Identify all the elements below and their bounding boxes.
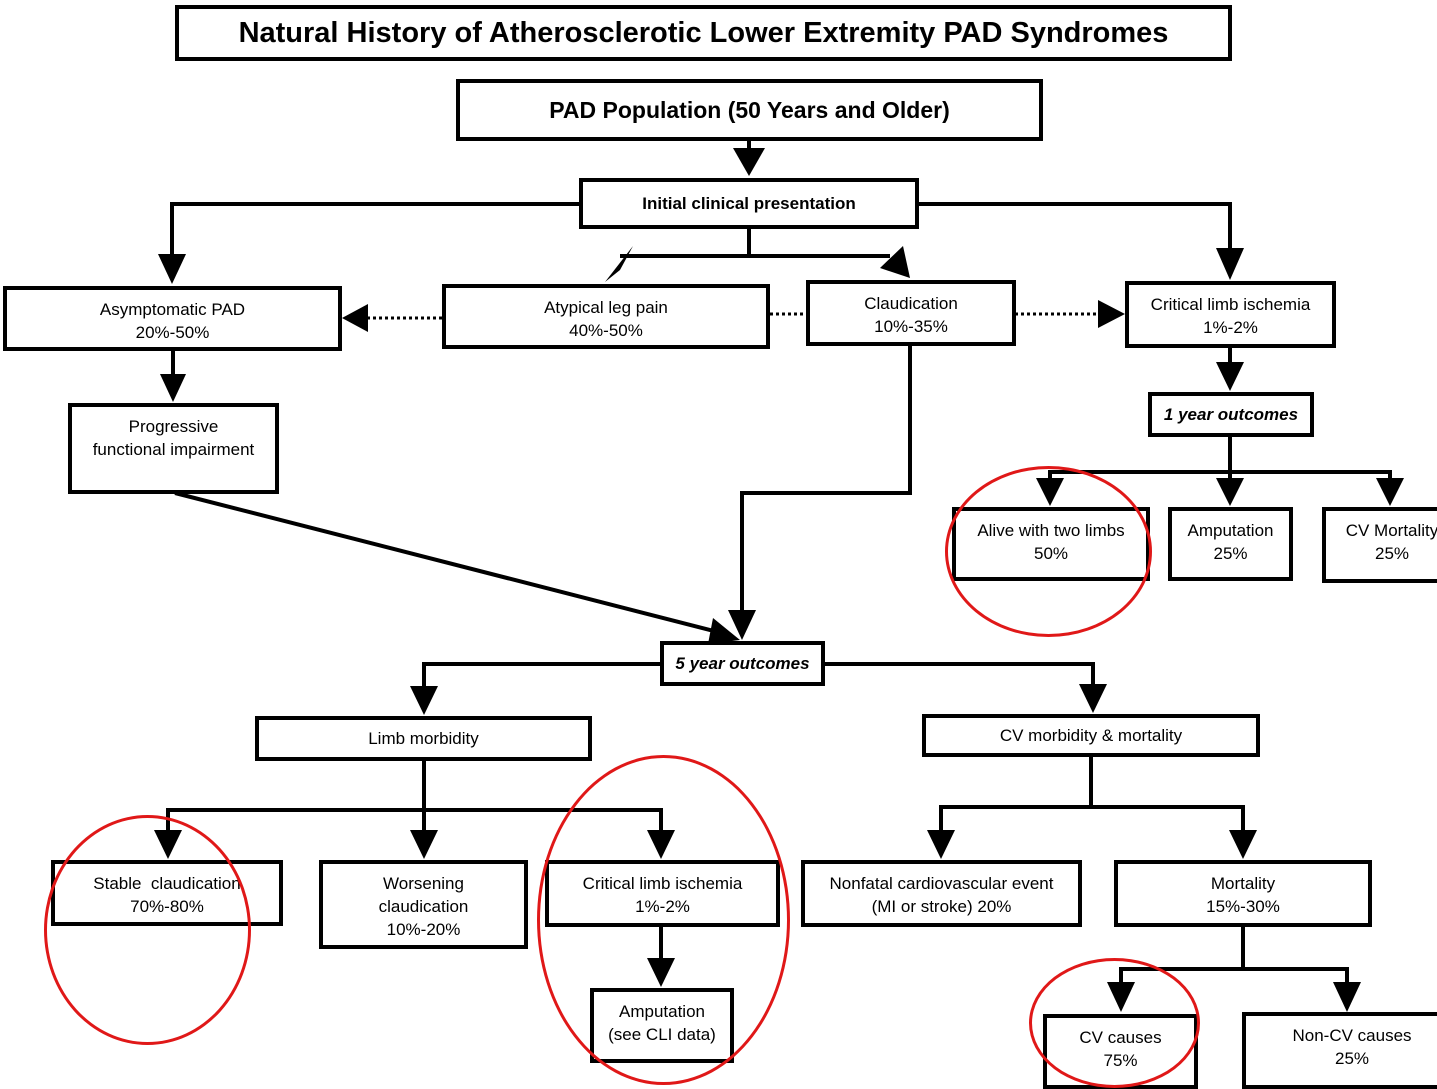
worsening-claudication-box: Worsening claudication 10%-20% <box>319 860 528 949</box>
diagram-title-text: Natural History of Atherosclerotic Lower… <box>238 16 1169 49</box>
mortality-label: Mortality <box>1210 874 1276 893</box>
nonfatal-value: (MI or stroke) 20% <box>871 897 1012 916</box>
highlight-ellipse-alive-two-limbs <box>945 466 1152 637</box>
mortality-box: Mortality 15%-30% <box>1114 860 1372 927</box>
non-cv-causes-value: 25% <box>1334 1049 1370 1068</box>
arrowhead <box>1229 830 1257 859</box>
asymptomatic-value: 20%-50% <box>135 323 210 342</box>
cv-mortality-label: CV Mortality <box>1345 521 1437 540</box>
one-year-amputation-box: Amputation 25% <box>1168 507 1293 581</box>
claudication-label: Claudication <box>864 294 958 313</box>
arrowhead <box>158 254 186 284</box>
arrowhead <box>1333 982 1361 1012</box>
connector-initial-asymptomatic <box>170 202 580 258</box>
connector-mortality-noncv <box>1243 967 1349 985</box>
limb-morbidity-box: Limb morbidity <box>255 716 592 761</box>
progressive-impairment-box: Progressive functional impairment <box>68 403 279 494</box>
mortality-value: 15%-30% <box>1206 897 1280 916</box>
one-year-amputation-value: 25% <box>1213 544 1248 563</box>
cv-morbidity-mortality-box: CV morbidity & mortality <box>922 714 1260 757</box>
one-year-outcomes-box: 1 year outcomes <box>1148 392 1314 437</box>
connector-initial-cli <box>918 202 1232 252</box>
progressive-line1: Progressive <box>128 417 219 436</box>
asymptomatic-label: Asymptomatic PAD <box>99 300 246 319</box>
highlight-ellipse-critical-limb-ischemia <box>537 755 790 1085</box>
arrowhead <box>1216 248 1244 280</box>
five-year-outcomes-box: 5 year outcomes <box>660 641 825 686</box>
arrowhead <box>160 374 186 402</box>
one-year-amputation-label: Amputation <box>1187 521 1274 540</box>
worsening-value: 10%-20% <box>386 920 461 939</box>
connector-claudication-5year <box>740 345 912 612</box>
connector-cv-split <box>939 756 1093 832</box>
arrowhead <box>728 610 756 640</box>
asymptomatic-pad-box: Asymptomatic PAD 20%-50% <box>3 286 342 351</box>
cli-value: 1%-2% <box>1203 318 1258 337</box>
one-year-label: 1 year outcomes <box>1163 405 1299 424</box>
population-label: PAD Population (50 Years and Older) <box>549 96 950 123</box>
highlight-ellipse-cv-causes <box>1029 958 1200 1088</box>
diagram-title: Natural History of Atherosclerotic Lower… <box>175 5 1232 61</box>
progressive-line2: functional impairment <box>92 440 255 459</box>
population-box: PAD Population (50 Years and Older) <box>456 79 1043 141</box>
atypical-value: 40%-50% <box>569 321 643 340</box>
nonfatal-cv-event-box: Nonfatal cardiovascular event (MI or str… <box>801 860 1082 927</box>
non-cv-causes-label: Non-CV causes <box>1292 1026 1412 1045</box>
connector-cv-mortality <box>1091 805 1245 832</box>
critical-limb-ischemia-box: Critical limb ischemia 1%-2% <box>1125 281 1336 348</box>
arrowhead <box>605 246 633 282</box>
claudication-box: Claudication 10%-35% <box>806 280 1016 346</box>
limb-morbidity-label: Limb morbidity <box>368 729 479 748</box>
cv-mortality-value: 25% <box>1374 544 1410 563</box>
initial-presentation-box: Initial clinical presentation <box>579 178 919 229</box>
arrowhead <box>1376 478 1404 506</box>
arrowhead <box>927 830 955 859</box>
atypical-label: Atypical leg pain <box>544 298 668 317</box>
arrowhead <box>410 830 438 859</box>
connector-progressive-5year <box>174 491 719 634</box>
claudication-value: 10%-35% <box>874 317 948 336</box>
cv-mortality-box: CV Mortality 25% <box>1322 507 1437 583</box>
worsening-label: Worsening <box>383 874 464 893</box>
cli-label: Critical limb ischemia <box>1150 295 1311 314</box>
five-year-label: 5 year outcomes <box>675 654 810 673</box>
atypical-leg-pain-box: Atypical leg pain 40%-50% <box>442 284 770 349</box>
arrowhead <box>1098 300 1125 328</box>
connector-5year-limb <box>422 662 661 690</box>
arrowhead <box>1216 478 1244 506</box>
arrowhead <box>1079 684 1107 713</box>
initial-presentation-label: Initial clinical presentation <box>642 194 856 213</box>
connector-5year-cv <box>824 662 1095 688</box>
arrowhead <box>342 304 368 332</box>
arrowhead <box>880 246 910 278</box>
non-cv-causes-box: Non-CV causes 25% <box>1242 1012 1437 1089</box>
arrowhead <box>733 148 765 176</box>
arrowhead <box>410 686 438 715</box>
worsening-label2: claudication <box>378 897 469 916</box>
arrowhead <box>1216 362 1244 391</box>
highlight-ellipse-stable-claudication <box>44 815 251 1045</box>
connector-initial-split <box>620 228 751 258</box>
nonfatal-label: Nonfatal cardiovascular event <box>829 874 1054 893</box>
cv-morbidity-label: CV morbidity & mortality <box>999 726 1183 745</box>
